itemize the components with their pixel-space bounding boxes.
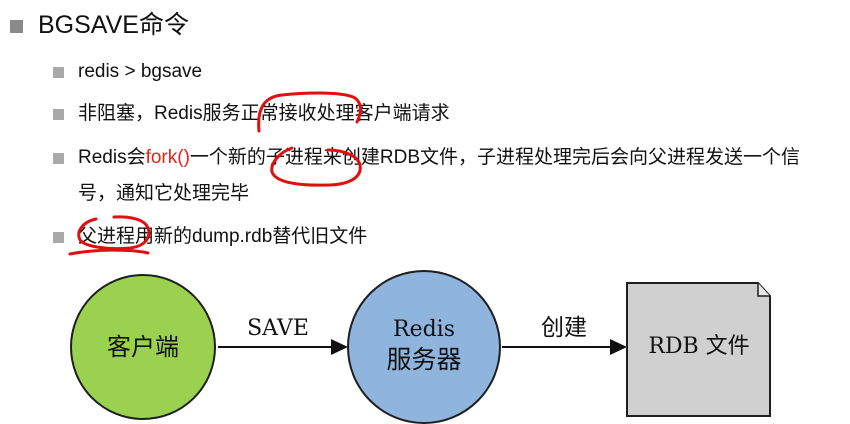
bullet-marker bbox=[53, 153, 64, 164]
bullet-bgsave-command: redis > bgsave bbox=[78, 61, 203, 82]
rdb-file-fold bbox=[757, 283, 770, 297]
rdb-file-shape bbox=[626, 282, 771, 417]
save-arrow-label: SAVE bbox=[247, 316, 309, 341]
bullet-replace-file: 父进程用新的dump.rdb替代旧文件 bbox=[78, 226, 368, 247]
save-arrow-head bbox=[331, 339, 348, 355]
fork-keyword: fork() bbox=[145, 147, 190, 168]
page-title: BGSAVE命令 bbox=[38, 11, 189, 39]
bullet-marker bbox=[53, 232, 64, 243]
redis-server-label-line2: 服务器 bbox=[386, 345, 462, 374]
fork-text-pre: Redis会 bbox=[78, 147, 146, 168]
bullet-fork-continued: 号，通知它处理完毕 bbox=[78, 183, 250, 204]
bullet-marker bbox=[53, 67, 64, 78]
create-arrow-label: 创建 bbox=[541, 315, 587, 341]
rdb-file-label: RDB 文件 bbox=[648, 334, 750, 359]
client-label: 客户端 bbox=[107, 333, 179, 361]
bullet-marker bbox=[53, 109, 64, 120]
redis-server-circle bbox=[347, 270, 501, 424]
title-bullet bbox=[10, 20, 23, 33]
redis-server-label-line1: Redis bbox=[393, 317, 455, 342]
client-circle bbox=[70, 274, 216, 420]
create-arrow-head bbox=[610, 339, 627, 355]
